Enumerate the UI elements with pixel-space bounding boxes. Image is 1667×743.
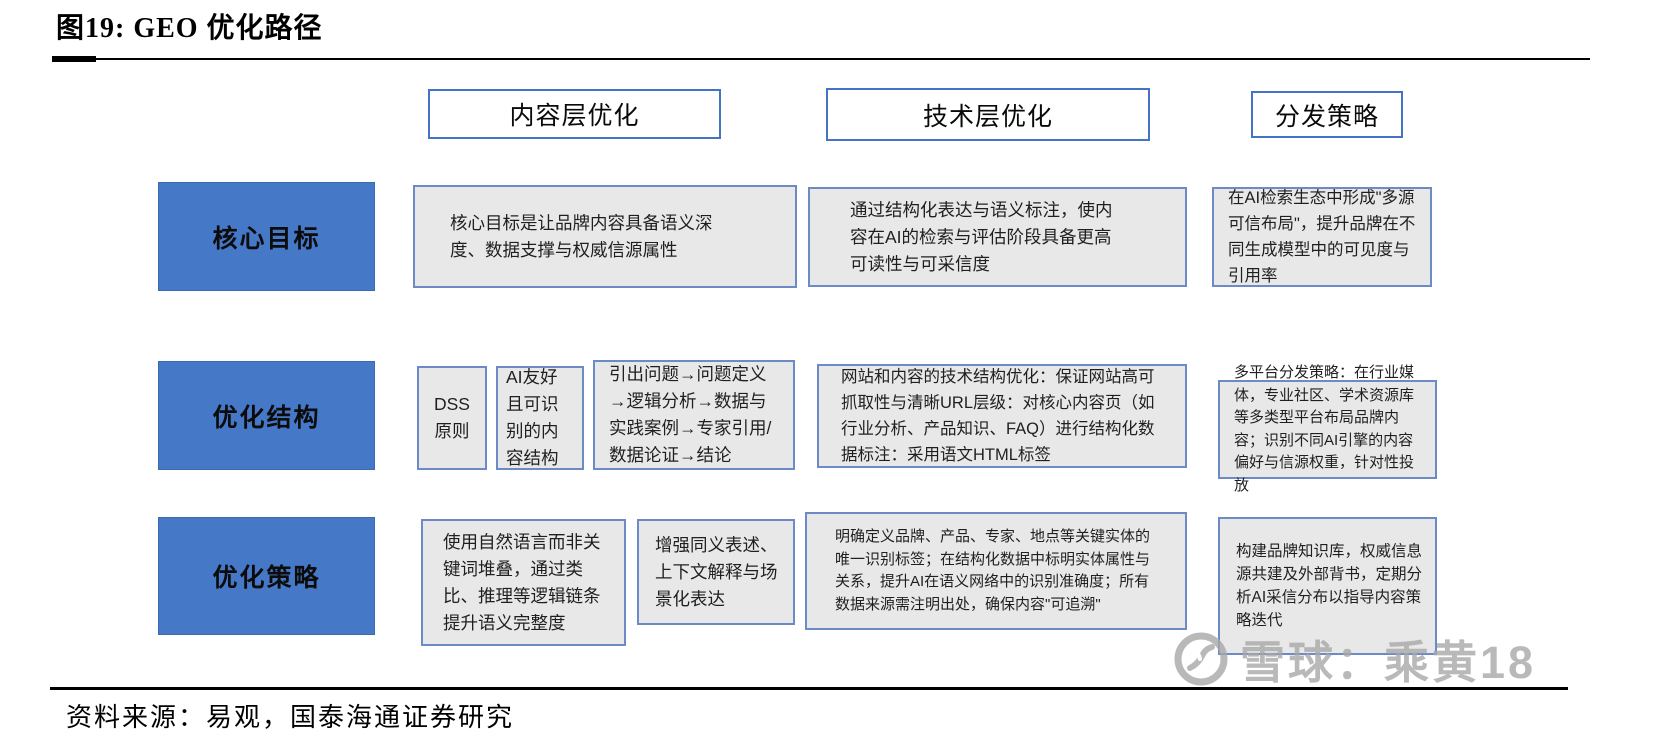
cell-structure-ai-text: AI友好且可识别的内容结构 [506,367,559,468]
cell-core-goal-tech: 通过结构化表达与语义标注，使内容在AI的检索与评估阶段具备更高可读性与可采信度 [808,187,1187,287]
column-header-distribution-label: 分发策略 [1274,102,1379,131]
cell-strategy-dist-text: 构建品牌知识库，权威信息源共建及外部背书，定期分析AI采信分布以指导内容策略迭代 [1236,543,1423,629]
cell-strategy-tech-text: 明确定义品牌、产品、专家、地点等关键实体的唯一识别标签；在结构化数据中标明实体属… [835,528,1151,613]
xueqiu-logo-icon [1174,632,1228,685]
cell-core-goal-dist: 在AI检索生态中形成"多源可信布局"，提升品牌在不同生成模型中的可见度与引用率 [1212,187,1432,287]
column-header-tech: 技术层优化 [826,88,1150,141]
cell-core-goal-content: 核心目标是让品牌内容具备语义深度、数据支撑与权威信源属性 [413,185,797,288]
cell-strategy-expression-text: 增强同义表述、上下文解释与场景化表达 [655,534,778,609]
footer-rule [50,687,1568,690]
row-label-structure-text: 优化结构 [212,403,321,432]
watermark: 雪球：乘黄18 [1172,626,1536,691]
column-header-tech-label: 技术层优化 [922,102,1053,131]
cell-core-goal-dist-text: 在AI检索生态中形成"多源可信布局"，提升品牌在不同生成模型中的可见度与引用率 [1228,189,1416,285]
cell-strategy-language: 使用自然语言而非关键词堆叠，通过类比、推理等逻辑链条提升语义完整度 [421,519,626,646]
row-label-structure: 优化结构 [158,361,375,470]
figure-title: 图19: GEO 优化路径 [56,13,323,44]
cell-structure-dist-text: 多平台分发策略：在行业媒体，专业社区、学术资源库等多类型平台布局品牌内容；识别不… [1234,364,1415,494]
cell-strategy-expression: 增强同义表述、上下文解释与场景化表达 [637,519,795,625]
cell-structure-flow: 引出问题→问题定义→逻辑分析→数据与实践案例→专家引用/数据论证→结论 [593,360,795,470]
row-label-strategy-text: 优化策略 [212,564,321,592]
cell-structure-tech: 网站和内容的技术结构优化：保证网站高可抓取性与清晰URL层级：对核心内容页（如行… [817,364,1187,468]
row-label-core-goal: 核心目标 [158,182,375,291]
cell-structure-dist: 多平台分发策略：在行业媒体，专业社区、学术资源库等多类型平台布局品牌内容；识别不… [1218,364,1437,494]
title-rule [52,58,1590,60]
cell-structure-ai: AI友好且可识别的内容结构 [496,366,584,470]
cell-structure-tech-text: 网站和内容的技术结构优化：保证网站高可抓取性与清晰URL层级：对核心内容页（如行… [841,368,1155,464]
cell-strategy-tech: 明确定义品牌、产品、专家、地点等关键实体的唯一识别标签；在结构化数据中标明实体属… [805,512,1187,630]
row-label-strategy: 优化策略 [158,517,375,635]
cell-structure-flow-text: 引出问题→问题定义→逻辑分析→数据与实践案例→专家引用/数据论证→结论 [609,364,772,465]
cell-core-goal-content-text: 核心目标是让品牌内容具备语义深度、数据支撑与权威信源属性 [450,212,713,260]
cell-strategy-language-text: 使用自然语言而非关键词堆叠，通过类比、推理等逻辑链条提升语义完整度 [443,531,601,633]
cell-structure-dss-text: DSS 原则 [434,394,470,441]
cell-core-goal-tech-text: 通过结构化表达与语义标注，使内容在AI的检索与评估阶段具备更高可读性与可采信度 [850,199,1113,274]
source-note: 资料来源：易观，国泰海通证券研究 [66,703,515,732]
row-label-core-goal-text: 核心目标 [212,224,321,253]
column-header-content: 内容层优化 [428,89,721,139]
title-rule-accent [52,56,96,62]
cell-structure-dss: DSS 原则 [417,366,487,470]
column-header-distribution: 分发策略 [1251,91,1403,138]
column-header-content-label: 内容层优化 [509,102,640,130]
watermark-text: 雪球：乘黄18 [1240,637,1537,688]
cell-strategy-dist: 构建品牌知识库，权威信息源共建及外部背书，定期分析AI采信分布以指导内容策略迭代 [1218,517,1437,655]
